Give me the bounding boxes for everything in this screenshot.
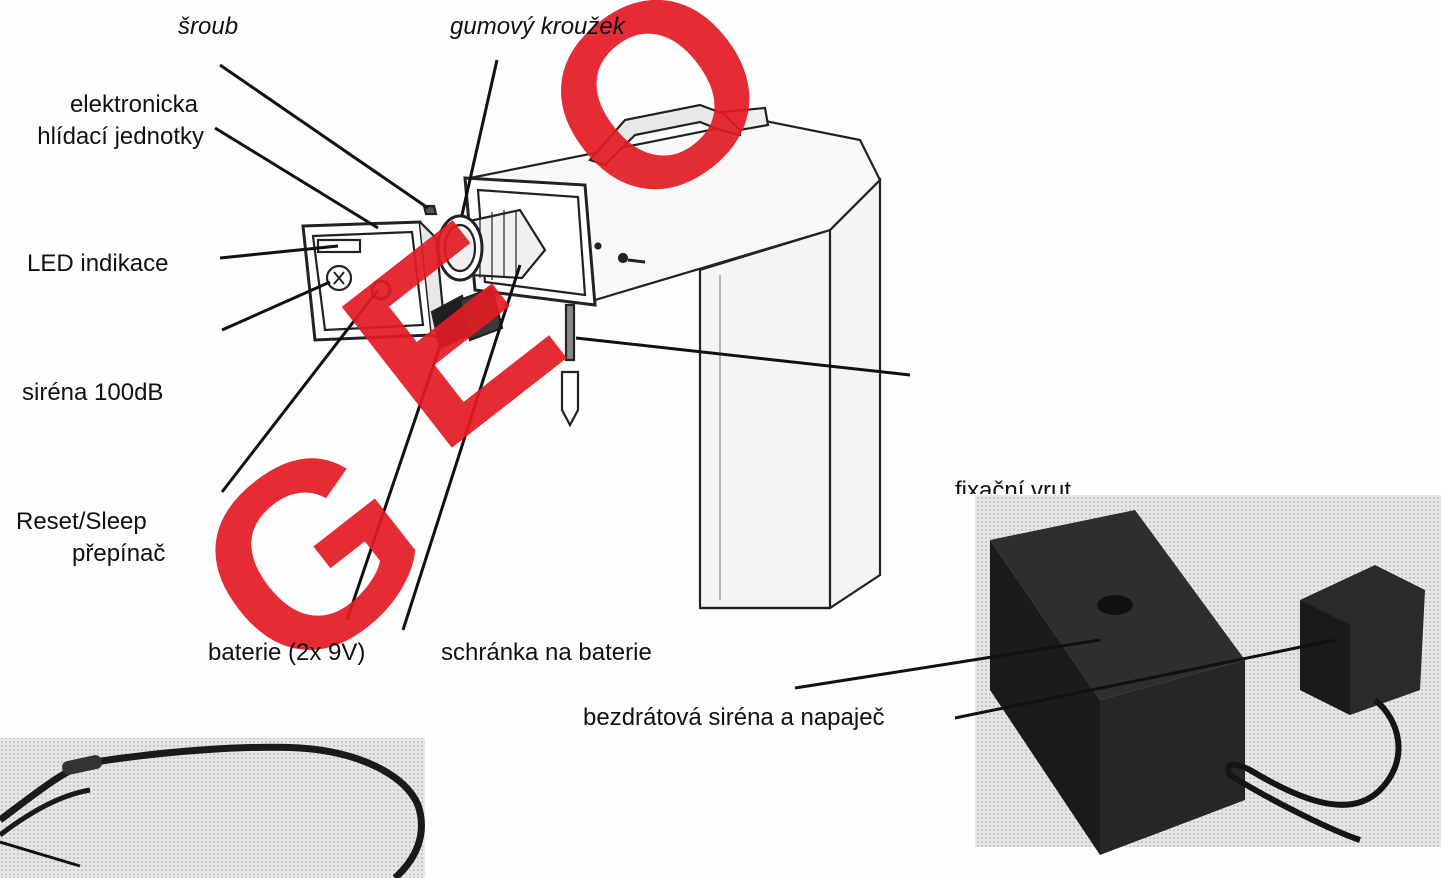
fixing-screw-label: fixační vrut	[955, 477, 1072, 494]
battery-box-leader-line	[401, 264, 522, 631]
lanyard-leader-line	[0, 840, 81, 868]
siren-sound-leader-line	[221, 280, 331, 332]
electronic-unit-label-line2: hlídací jednotky	[37, 123, 204, 150]
guard-device-drawing	[301, 103, 882, 610]
rubber-ring-leader-line	[460, 59, 499, 216]
reset-leader-line	[220, 289, 380, 493]
reset-label-line2: přepínač	[72, 540, 166, 567]
screw-label: šroub	[178, 13, 239, 40]
siren-leader-line	[794, 638, 1101, 690]
rubber-ring-label: gumový kroužek	[450, 13, 625, 40]
lanyard-photo	[0, 738, 425, 878]
unit-leader-line	[214, 126, 379, 230]
fixing-screw-leader-line	[575, 336, 911, 377]
wireless-siren-label: bezdrátová siréna a napaječ	[583, 704, 885, 731]
led-label: LED indikace	[27, 250, 169, 277]
leader-lines	[214, 59, 911, 631]
siren-sound-label: siréna 100dB	[22, 379, 164, 406]
electronic-unit-label-line1: elektronicka	[69, 91, 198, 118]
batteries-label: baterie (2x 9V)	[208, 639, 366, 666]
reset-label-line1: Reset/Sleep	[16, 508, 147, 535]
siren-photo	[794, 495, 1441, 855]
adapter-leader-line	[954, 638, 1336, 720]
screw-leader-line	[219, 63, 429, 210]
battery-box-label: schránka na baterie	[441, 639, 652, 666]
batteries-leader-line	[345, 339, 444, 621]
led-leader-line	[219, 244, 339, 260]
